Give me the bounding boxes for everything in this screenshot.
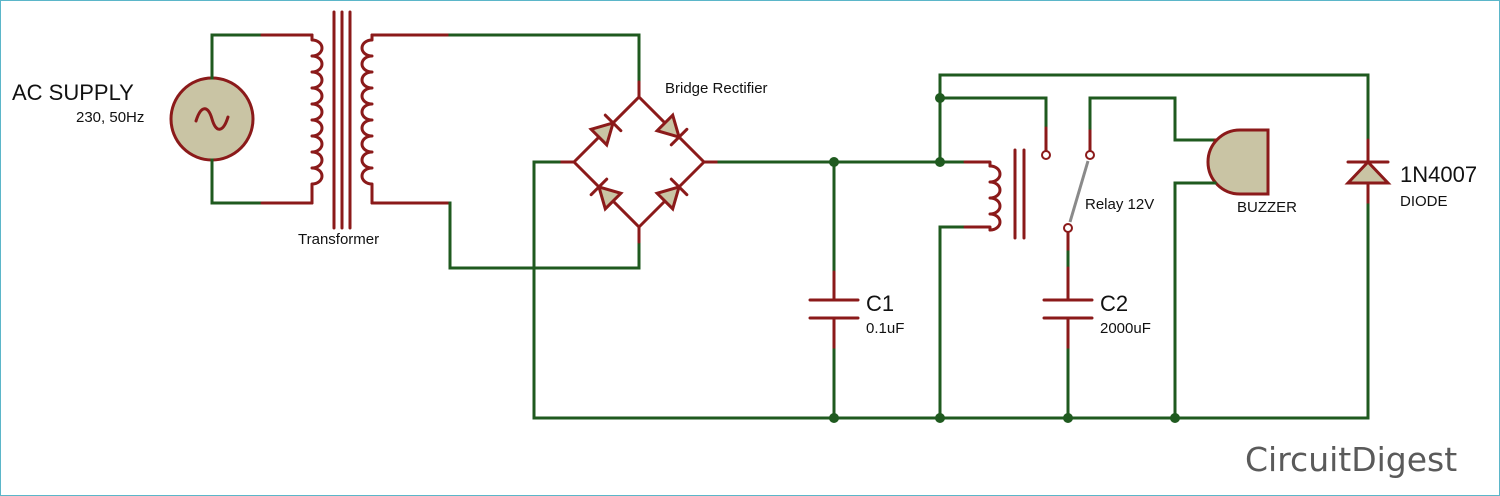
capacitor-c2 [1042,250,1094,420]
wire-relay-coil-bottom [938,225,967,420]
c1-value-label: 0.1uF [866,320,904,337]
junction-dots [829,93,1180,423]
wire-ac-top [210,33,264,80]
relay-coil [988,164,1002,232]
c2-value-label: 2000uF [1100,320,1151,337]
wire-top-rail [938,73,1370,164]
c2-name-label: C2 [1100,291,1128,316]
diode-type-label: DIODE [1400,193,1448,210]
wire-ac-bottom [210,158,264,205]
relay [963,126,1095,254]
wire-bridge-negative [532,160,561,420]
transformer [260,10,452,230]
ac-supply-label: AC SUPPLY [12,80,134,105]
wire-sec-bottom [448,201,641,270]
c1-name-label: C1 [866,291,894,316]
transformer-label: Transformer [298,231,379,248]
buzzer-label: BUZZER [1237,199,1297,216]
ac-source [169,76,255,162]
capacitor-c1 [808,160,860,420]
bridge-rectifier-label: Bridge Rectifier [665,80,768,97]
circuitdigest-logo: CircuitDigest [1245,440,1457,479]
wire-buzzer-ground [1173,181,1217,420]
diode-name-label: 1N4007 [1400,162,1477,187]
ac-rating-label: 230, 50Hz [76,109,144,126]
bridge-rectifier [557,80,721,244]
buzzer [1206,128,1270,196]
secondary-winding [360,33,374,205]
primary-winding [310,33,324,205]
wire-relay-no [1088,96,1217,142]
relay-label: Relay 12V [1085,196,1154,213]
diode-1n4007 [1344,138,1392,207]
wire-relay-com [938,96,1048,130]
wire-sec-top [448,33,641,84]
